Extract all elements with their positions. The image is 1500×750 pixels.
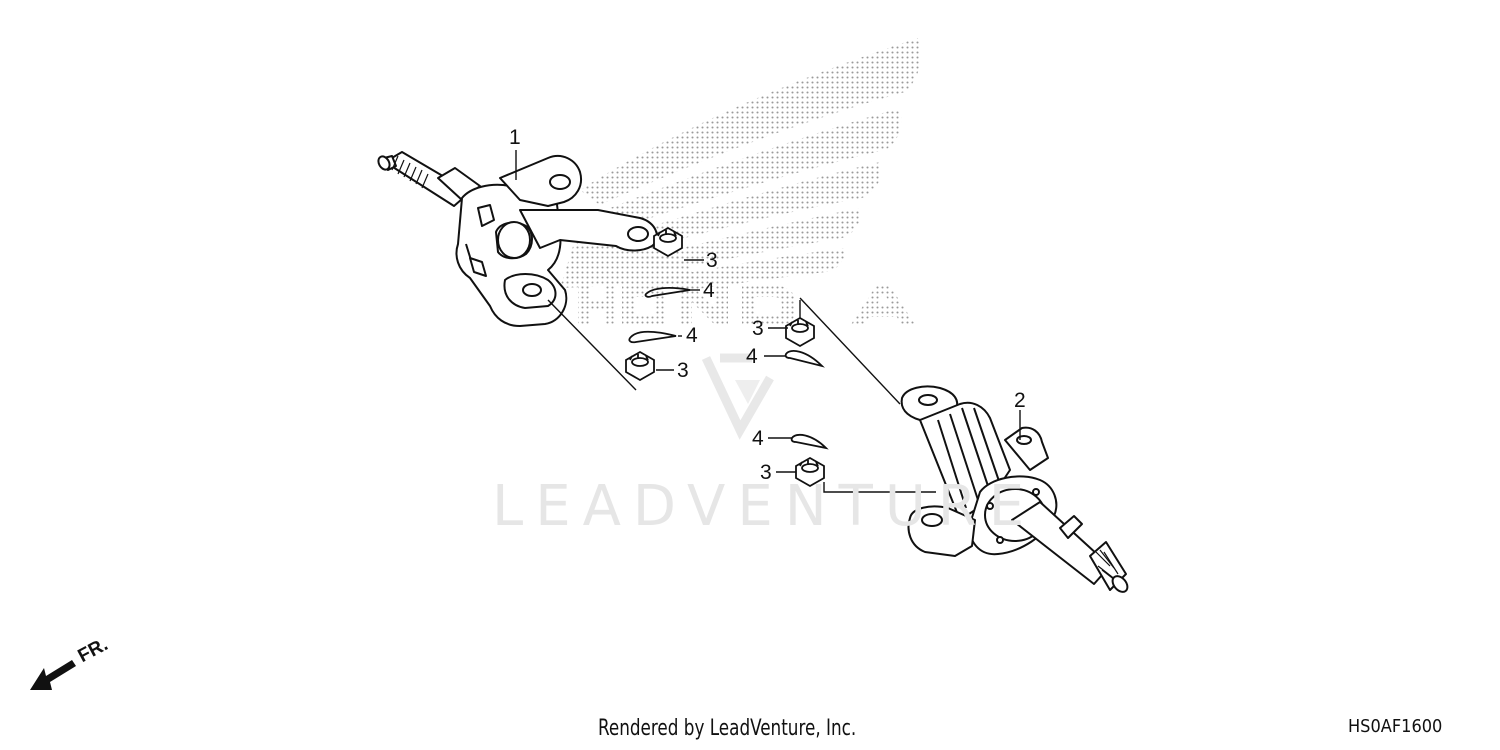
render-credit: Rendered by LeadVenture, Inc.: [598, 716, 857, 741]
cotter-pin-4-b: [628, 330, 677, 344]
castle-nut-3-d: [795, 456, 825, 488]
callout-part-1: 1: [509, 126, 521, 149]
callout-part-4-a: 4: [703, 279, 715, 302]
cotter-pin-4-a: [644, 287, 691, 298]
callout-part-2: 2: [1014, 389, 1026, 412]
callout-part-3-b: 3: [677, 359, 689, 382]
castle-nut-3-b: [625, 350, 655, 382]
castle-nut-3-a: [653, 226, 683, 258]
leader-lines: [515, 150, 1021, 493]
castle-nut-3-c: [785, 316, 815, 348]
callout-part-3-c: 3: [752, 317, 764, 340]
left-knuckle-part-1: [377, 151, 658, 327]
callout-part-3-a: 3: [706, 249, 718, 272]
cotter-pin-4-d: [790, 433, 829, 450]
honda-wing-watermark: [560, 38, 921, 292]
leadventure-v-watermark: [701, 353, 774, 440]
diagram-code: HS0AF1600: [1348, 716, 1443, 737]
leadventure-watermark-text: LEADVENTURE: [492, 474, 1037, 539]
callout-part-4-b: 4: [686, 324, 698, 347]
cotter-pin-4-c: [784, 350, 825, 368]
callout-part-3-d: 3: [760, 461, 772, 484]
callout-part-4-c: 4: [746, 345, 758, 368]
callout-part-4-d: 4: [752, 427, 764, 450]
right-knuckle-part-2: [900, 385, 1129, 593]
honda-logo-watermark: [578, 286, 916, 326]
front-direction-arrow-icon: [30, 660, 76, 690]
